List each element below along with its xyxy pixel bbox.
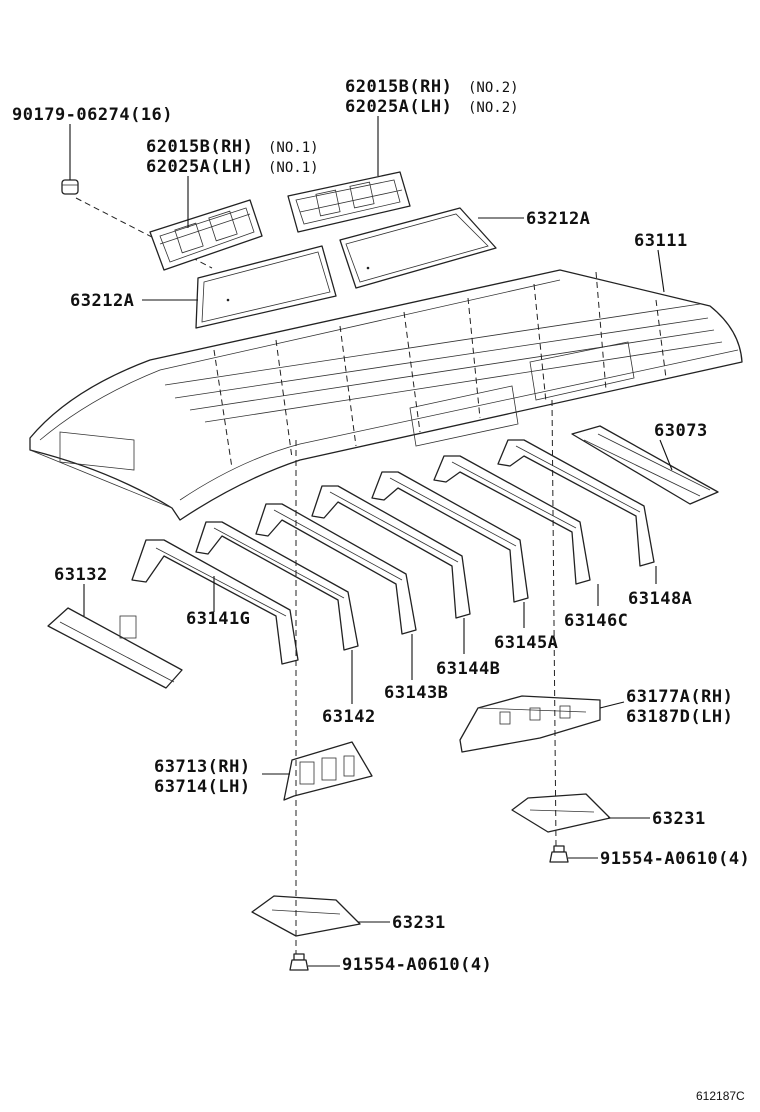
plate-left-part [251,895,361,937]
bracket-right-leadline [599,701,625,709]
roof-bow-148a-part [497,439,655,567]
label-reinf-no1-lh: 62025A(LH) [146,157,253,177]
roof-panel-part [29,269,743,521]
label-reinf-no2-lh-note: (NO.2) [468,100,519,116]
plate-right-part [511,793,611,833]
label-roof-panel: 63111 [634,231,688,251]
label-reinf-no1-lh-note: (NO.1) [268,160,319,176]
label-bracket-rh-right: 63177A(RH) [626,687,733,707]
label-bolt-right: 91554-A0610(4) [600,849,750,869]
label-bow-145a: 63145A [494,633,558,653]
roof-bow-143b-part [255,503,417,635]
label-bow-144b: 63144B [436,659,500,679]
front-header-leadline [659,439,673,471]
bracket-left-part [283,741,373,801]
reinforcement-no2-part [287,171,411,233]
roof-bow-g-part [131,539,299,665]
label-reinf-no1-rh-note: (NO.1) [268,140,319,156]
figure-code: 612187C [696,1089,745,1103]
label-bracket-rh-left: 63713(RH) [154,757,251,777]
label-reinf-no1-rh: 62015B(RH) [146,137,253,157]
label-bow-143b: 63143B [384,683,448,703]
bolt-left-part [289,953,309,971]
label-bracket-lh-right: 63187D(LH) [626,707,733,727]
label-glass-left: 63212A [70,291,134,311]
label-reinf-no2-rh-note: (NO.2) [468,80,519,96]
front-header-part [571,425,719,505]
label-bracket-lh-left: 63714(LH) [154,777,251,797]
label-reinf-no2-lh: 62025A(LH) [345,97,452,117]
bracket-right-part [459,695,601,753]
label-clip: 90179-06274(16) [12,105,173,125]
reinforcement-no1-part [149,199,263,271]
label-bow-142: 63142 [322,707,376,727]
label-bow-146c: 63146C [564,611,628,631]
roof-bow-142-part [195,521,359,651]
label-front-header: 63073 [654,421,708,441]
roof-bow-145a-part [371,471,529,603]
roof-bow-144b-part [311,485,471,619]
label-bolt-left: 91554-A0610(4) [342,955,492,975]
label-rear-header: 63132 [54,565,108,585]
label-plate-right: 63231 [652,809,706,829]
clip-leader [75,197,213,269]
label-plate-left: 63231 [392,913,446,933]
roof-panel-leadline [657,249,665,293]
label-glass-right: 63212A [526,209,590,229]
assembly-line-right [551,399,557,847]
clip-part [61,179,79,195]
glass-panel-right-part [339,207,497,289]
label-bow-148a: 63148A [628,589,692,609]
roof-bow-146c-part [433,455,591,585]
bolt-right-part [549,845,569,863]
label-reinf-no2-rh: 62015B(RH) [345,77,452,97]
rear-header-part [47,607,183,689]
glass-panel-left-part [195,245,337,329]
label-bow-g: 63141G [186,609,250,629]
